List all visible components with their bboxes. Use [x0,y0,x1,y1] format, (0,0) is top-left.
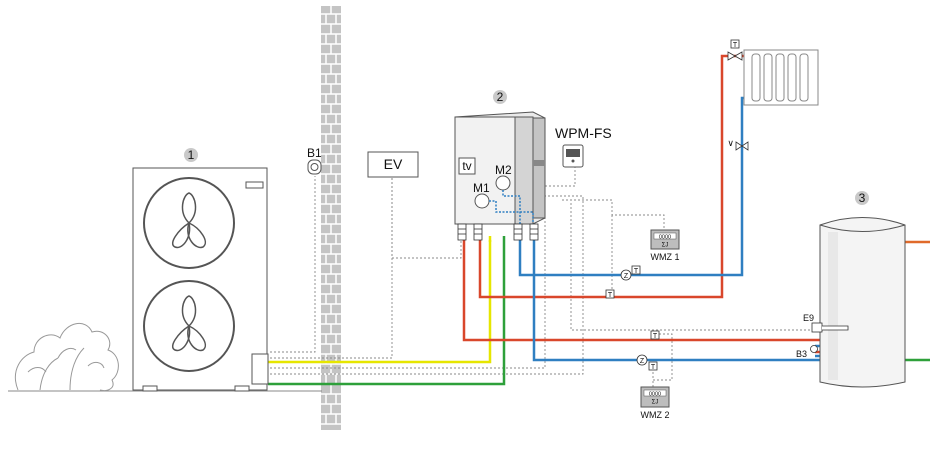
ev-label: EV [384,156,403,172]
temp-sensor-a-label: T [608,292,613,299]
temp-sensor-b-label: T [634,268,639,275]
wmz2-reading: 0000 [649,392,661,398]
brick-wall [321,6,341,430]
flow-meter-1: Z [620,269,632,281]
ev-box: EV [367,151,419,178]
wmz2-heat-meter: 0000 ΣJ WMZ 2 [640,386,670,420]
flow-meter-2-label: Z [640,358,645,365]
badge-3 [855,191,869,205]
radiator [743,49,819,106]
m2-label: M2 [495,163,512,177]
temp-sensor-a: T [605,289,615,299]
wmz1-heat-meter: 0000 ΣJ WMZ 1 [650,229,680,262]
storage-tank: 3 E9 B3 [796,191,906,388]
wmz1-reading: 0000 [659,235,671,241]
radiator-thermostat-valve: T [727,39,743,61]
wmz2-sub: ΣJ [652,400,659,406]
b3-label: B3 [796,349,807,359]
radiator-return-valve: ∨ [727,138,749,151]
wpm-fs-controller: WPM-FS [555,125,612,168]
valve-t-label: T [733,42,738,49]
signal-lines [270,166,812,392]
temp-sensor-c: T [650,330,660,340]
flow-meter-1-label: Z [624,273,629,280]
pipe-green [268,236,506,386]
wmz1-sub: ΣJ [662,243,669,249]
m1-label: M1 [473,181,490,195]
indoor-unit-number: 2 [497,90,504,104]
badge-1 [184,148,198,162]
indoor-heat-pump: 2 tv M1 M2 [454,90,546,241]
tank-number: 3 [859,191,866,205]
temp-sensor-d-label: T [651,364,656,371]
wmz1-label: WMZ 1 [651,252,680,262]
pipe-return-tank [532,240,880,362]
tv-label: tv [462,159,471,173]
temp-sensor-d: T [648,361,658,371]
flow-meter-2: Z [636,354,648,366]
valve-symbol: ∨ [727,138,734,148]
wmz2-label: WMZ 2 [641,410,670,420]
badge-2 [493,90,507,104]
bush-illustration [14,323,119,391]
b1-sensor: B1 [307,146,322,175]
e9-label: E9 [803,313,814,323]
outdoor-heat-pump: 1 [132,148,269,392]
pipe-yellow [268,240,492,364]
outdoor-unit-number: 1 [188,148,195,162]
temp-sensor-b: T [631,265,641,275]
temp-sensor-c-label: T [653,333,658,340]
wpm-fs-label: WPM-FS [555,125,612,141]
b1-label: B1 [307,146,322,160]
